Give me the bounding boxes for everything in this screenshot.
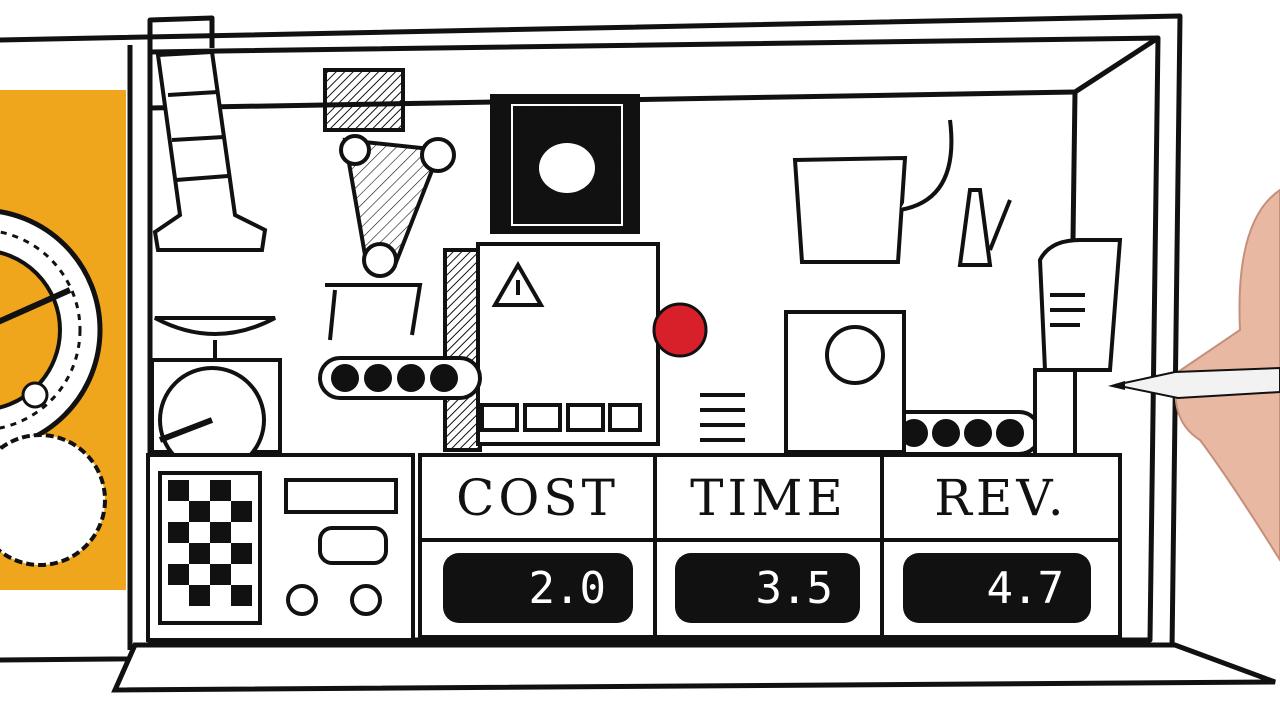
hand-with-pen [1108,188,1280,562]
juicer-machine [784,119,1012,454]
rev-value: 4.7 [986,562,1064,614]
orange-gear-panel [0,90,126,590]
time-value: 3.5 [755,562,833,614]
conveyor-belt-left [318,356,482,400]
spring [700,393,745,442]
checkerboard [168,480,252,606]
rev-label: REV. [934,469,1068,527]
time-label: TIME [690,469,847,527]
robot-arm [323,68,456,341]
cost-value: 2.0 [528,562,606,614]
cost-label: COST [456,469,619,527]
receipt-printer [1033,238,1123,457]
red-apple [652,302,708,358]
apple-monitor [490,94,640,234]
funnel-hopper [152,49,268,252]
readout-displays [443,553,1091,623]
machine-base [111,642,1276,693]
warning-box [443,242,660,452]
weighing-scale [150,316,282,474]
